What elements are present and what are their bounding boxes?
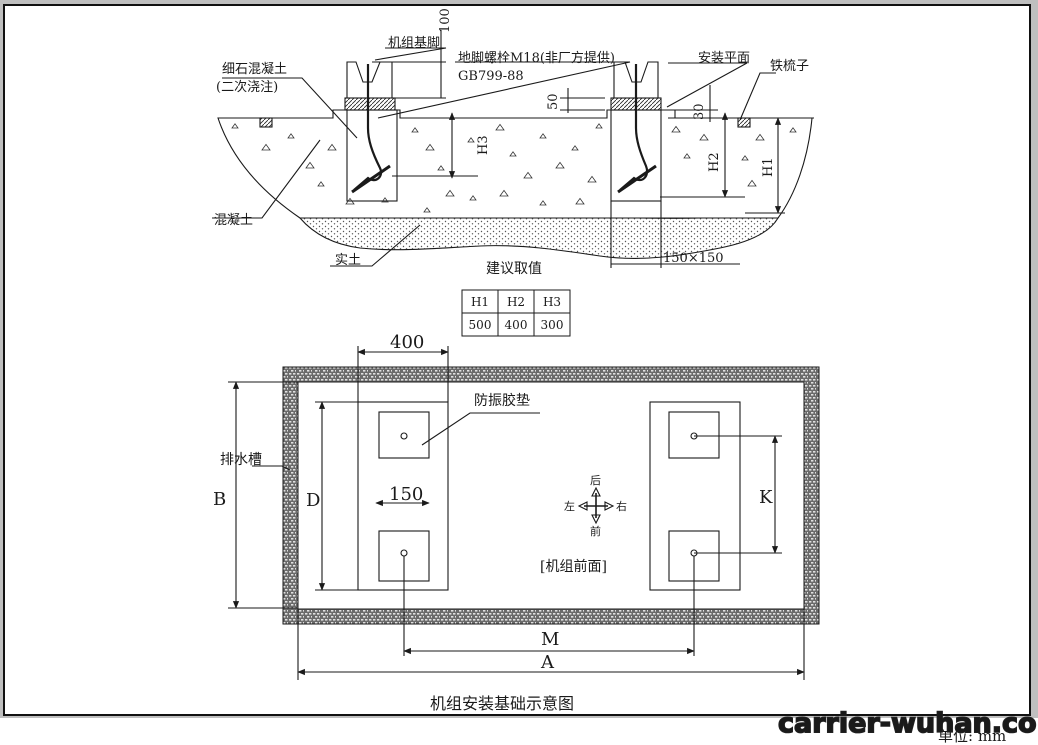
aggregate-triangle (495, 123, 505, 131)
aggregate-triangle (469, 195, 477, 201)
aggregate-triangle (539, 133, 547, 139)
concrete-label: 混凝土 (214, 212, 253, 228)
aggregate-triangle (411, 127, 419, 133)
left-bolt-pocket (346, 109, 398, 202)
aggregate-triangle (287, 133, 295, 139)
foundation-slab (297, 381, 805, 610)
install-plane-label: 安装平面 (698, 51, 750, 66)
pocket-size-label: 150×150 (663, 251, 724, 266)
aggregate-triangle (345, 197, 355, 205)
aggregate-triangle (575, 197, 585, 205)
site-watermark: carrier-wuhan.com (778, 708, 1038, 739)
compass-left: 左 (564, 500, 575, 513)
table-title: 建议取值 (486, 261, 542, 277)
aggregate-triangle (423, 207, 431, 213)
aggregate-triangle (699, 133, 709, 141)
left-base-rail (357, 401, 449, 591)
aggregate-triangle (305, 161, 315, 169)
concrete-mass (217, 109, 813, 219)
aggregate-triangle (671, 125, 681, 133)
aggregate-triangle (539, 200, 547, 206)
aggregate-triangle (747, 179, 757, 187)
vibration-pad-label: 防振胶垫 (474, 392, 530, 409)
aggregate-triangle (555, 161, 565, 169)
dim-k-label: K (759, 487, 773, 508)
aggregate-triangle (571, 145, 579, 151)
drain-label: 排水槽 (220, 452, 262, 468)
aggregate-triangle (587, 175, 597, 183)
unit-text: 单位: mm (938, 727, 1006, 745)
compass-right: 右 (616, 499, 627, 513)
dim-30-label: 30 (692, 103, 707, 120)
aggregate-marks (231, 123, 797, 213)
aggregate-triangle (445, 189, 455, 197)
compass-back: 后 (590, 474, 601, 487)
aggregate-triangle (741, 155, 749, 161)
dim-m-label: M (541, 629, 559, 650)
iron-comb (737, 117, 751, 128)
left-pad (344, 97, 396, 111)
diagram-caption: 机组安装基础示意图 (430, 694, 574, 713)
aggregate-triangle (789, 127, 797, 133)
aggregate-triangle (231, 123, 239, 129)
aggregate-triangle (327, 143, 337, 151)
aggregate-triangle (437, 165, 445, 171)
solid-soil-label: 实土 (335, 253, 361, 268)
table-header-h3: H3 (543, 295, 561, 309)
aggregate-triangle (523, 171, 533, 179)
aggregate-triangle (509, 151, 517, 157)
table-header-h2: H2 (507, 295, 525, 309)
pad-right-top (668, 411, 720, 459)
compass-arrows (577, 486, 615, 525)
width-400-label: 400 (390, 332, 424, 353)
right-base-rail (649, 401, 741, 591)
unit-footing-label: 机组基脚 (388, 35, 440, 51)
right-anchor-bolt (619, 64, 649, 191)
fine-concrete-label: 细石混凝土 (222, 61, 287, 77)
compass-front: 前 (590, 524, 601, 538)
aggregate-triangle (317, 181, 325, 187)
table-value-h1: 500 (469, 318, 492, 332)
bolt-standard-label: GB799-88 (458, 69, 524, 84)
aggregate-triangle (595, 123, 603, 129)
aggregate-triangle (683, 153, 691, 159)
table-value-h2: 400 (505, 318, 528, 332)
h3-label: H3 (476, 135, 491, 155)
table-header-h1: H1 (471, 295, 489, 309)
pad-left-top (378, 411, 430, 459)
h2-label: H2 (707, 152, 722, 172)
recommended-table: 建议取值 H1 H2 H3 500 400 300 (461, 261, 571, 337)
left-anchor-bolt (353, 64, 383, 191)
aggregate-triangle (261, 143, 271, 151)
anchor-bolt-label: 地脚螺栓M18(非厂方提供) (458, 50, 615, 66)
section-view (212, 30, 814, 268)
iron-comb-label: 铁梳子 (770, 59, 809, 74)
section-text: 细石混凝土 (二次浇注) 机组基脚 地脚螺栓M18(非厂方提供) GB799-8… (214, 8, 809, 268)
aggregate-triangle (467, 137, 475, 143)
secondary-pour-label: (二次浇注) (216, 79, 278, 95)
aggregate-triangle (425, 143, 435, 151)
dim-b-label: B (213, 489, 226, 510)
pad-150-label: 150 (389, 484, 423, 505)
plan-view: 400 防振胶垫 排水槽 B D K 150 M A [机组前面] 后 前 左 … (213, 332, 820, 680)
aggregate-triangle (755, 133, 765, 141)
front-face-label: [机组前面] (540, 558, 607, 575)
aggregate-triangle (381, 197, 389, 203)
aggregate-triangle (499, 189, 509, 197)
dim-50-label: 50 (546, 93, 561, 110)
table-value-h3: 300 (541, 318, 564, 332)
dim-a-label: A (540, 652, 555, 673)
dim-100-label: 100 (438, 8, 453, 33)
dim-d-label: D (306, 490, 320, 511)
h1-label: H1 (761, 157, 776, 177)
